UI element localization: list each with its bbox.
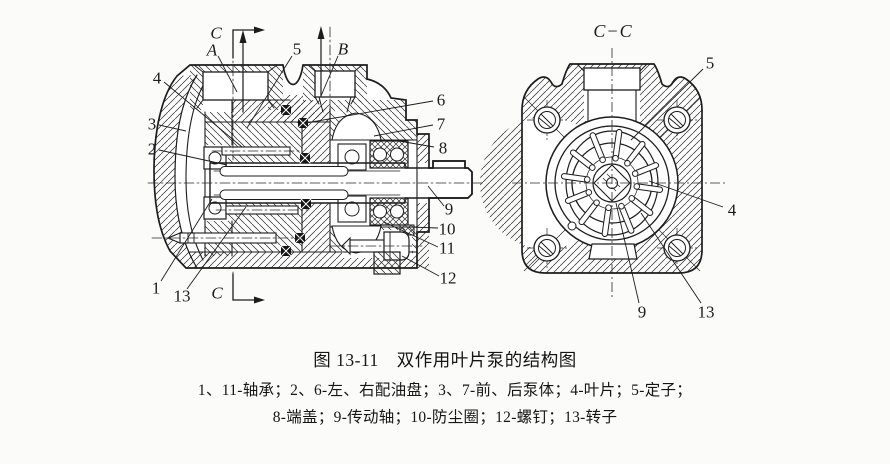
port-label-a: A — [206, 40, 218, 60]
figure-number: 图 13-11 — [313, 350, 379, 370]
figure-legend-line1: 1、11-轴承；2、6-左、右配油盘；3、7-前、后泵体；4-叶片；5-定子； — [197, 382, 693, 399]
part-label-6: 6 — [436, 90, 446, 110]
cc-view-title: C−C — [593, 21, 633, 41]
rotor-vanes — [560, 128, 664, 238]
part-label-4: 4 — [152, 68, 162, 88]
figure-title-line: 图 13-11 双作用叶片泵的结构图 — [0, 347, 890, 372]
part-label-10: 10 — [438, 219, 456, 239]
part-label-1: 1 — [151, 278, 161, 298]
section-marker-c-top: C — [210, 23, 222, 43]
cc-part-label-13: 13 — [697, 302, 715, 322]
part-label-13: 13 — [173, 286, 191, 306]
part-label-5: 5 — [292, 39, 302, 59]
part-label-9: 9 — [444, 199, 454, 219]
part-label-2: 2 — [147, 139, 157, 159]
bolt-holes — [527, 100, 697, 268]
part-label-7: 7 — [436, 114, 446, 134]
port-label-b: B — [337, 39, 349, 59]
leader-lines — [158, 55, 724, 304]
cc-part-label-5: 5 — [705, 53, 715, 73]
cc-part-label-9: 9 — [637, 302, 647, 322]
figure-title: 双作用叶片泵的结构图 — [396, 350, 577, 370]
figure-legend-line2: 8-端盖；9-传动轴；10-防尘圈；12-螺钉；13-转子 — [272, 409, 618, 426]
part-label-11: 11 — [438, 238, 456, 258]
part-label-3: 3 — [147, 114, 157, 134]
cc-part-label-4: 4 — [727, 200, 737, 220]
section-marker-c-bottom: C — [211, 283, 223, 303]
part-label-12: 12 — [439, 268, 457, 288]
figure-caption: 图 13-11 双作用叶片泵的结构图 1、11-轴承；2、6-左、右配油盘；3、7… — [0, 347, 890, 427]
cc-section-view — [480, 48, 728, 298]
part-label-8: 8 — [438, 138, 448, 158]
sectional-view — [147, 26, 485, 304]
